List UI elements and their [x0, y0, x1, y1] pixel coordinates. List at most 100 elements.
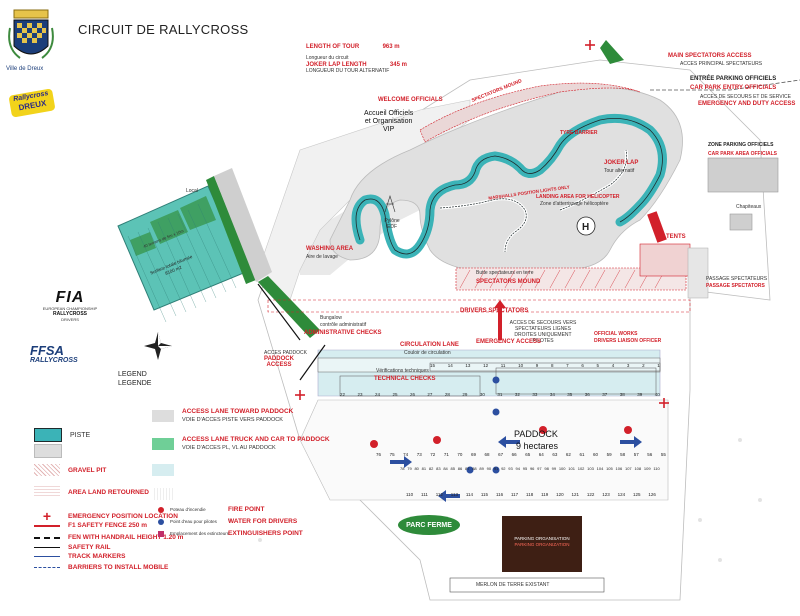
paddock-slot-number: 7	[566, 363, 569, 368]
paddock-slot-number: 81	[421, 466, 427, 471]
legend-f1-fence: F1 SAFETY FENCE 250 m	[34, 522, 147, 529]
entree-parking-label: ENTRÉE PARKING OFFICIELS	[690, 76, 777, 82]
official-works-label: OFFICIAL WORKS	[594, 331, 638, 337]
joker-lap-value: 345 m	[389, 62, 407, 68]
accueil-label: Accueil Officiels	[364, 110, 414, 117]
paddock-slot-number: 31	[497, 392, 503, 397]
legend-extinguishers: Emplacement des extincteurs EXTINGUISHER…	[152, 530, 303, 537]
legend-grass	[152, 488, 174, 500]
paddock-slot-number: 9	[535, 363, 539, 368]
paddock-slot-number: 30	[479, 392, 485, 397]
paddock-slot-number: 109	[643, 466, 651, 471]
emergency-duty-label: EMERGENCY AND DUTY ACCESS	[698, 101, 796, 107]
paddock-slot-number: 82	[428, 466, 434, 471]
paddock-slot-number: 117	[510, 492, 519, 497]
paddock-slot-number: 94	[515, 466, 520, 471]
paddock-slot-number: 84	[443, 466, 448, 471]
paddock-slot-number: 108	[634, 466, 642, 471]
paddock-slot-number: 87	[464, 466, 470, 471]
legend-grey	[34, 444, 70, 458]
paddock-slot-number: 105	[606, 466, 613, 471]
legend-gravel: GRAVEL PIT	[34, 464, 106, 476]
paddock-slot-number: 32	[514, 392, 520, 397]
longueur-joker-label: LONGUEUR DU TOUR ALTERNATIF	[306, 68, 390, 74]
paddock-slot-number: 64	[538, 452, 544, 457]
paddock-slot-number: 91	[493, 466, 499, 471]
paddock-slot-number: 103	[587, 466, 594, 471]
paddock-slot-number: 37	[602, 392, 608, 397]
paddock-slot-number: 60	[593, 452, 599, 457]
parking-organisation-box	[502, 516, 582, 572]
buttes-label: Butte spectateurs en terre	[476, 270, 534, 276]
paddock-slot-number: 119	[541, 492, 549, 497]
paddock-slot-number: 106	[615, 466, 623, 471]
administrative-checks-label: ADMINISTRATIVE CHECKS	[304, 330, 382, 336]
paddock-slot-number: 113	[450, 492, 458, 497]
paddock-slot-number: 122	[586, 492, 595, 497]
longueur-tour-label: Longueur du circuit	[306, 55, 349, 61]
paddock-slot-number: 107	[624, 466, 632, 471]
merlon-label: MERLON DE TERRE EXISTANT	[476, 582, 550, 588]
paddock-slot-number: 5	[596, 363, 600, 368]
tour-alternatif-label: Tour alternatif	[604, 168, 635, 174]
paddock-slot-number: 74	[403, 452, 409, 457]
paddock-slot-number: 3	[626, 363, 630, 368]
legend-light-teal	[152, 464, 174, 476]
paddock-slot-number: 15	[430, 363, 436, 368]
paddock-slot-number: 66	[511, 452, 517, 457]
welcome-officials-label: WELCOME OFFICIALS	[378, 97, 443, 103]
joker-lap-label: JOKER LAP	[604, 160, 639, 166]
paddock-slot-number: 4	[611, 363, 615, 368]
paddock-slot-number: 34	[549, 392, 555, 397]
paddock-slot-number: 27	[427, 392, 433, 397]
bungalow-label: Bungalow	[320, 315, 342, 321]
paddock-slot-number: 26	[409, 392, 415, 397]
paddock-slot-number: 2	[642, 363, 645, 368]
vip-label: VIP	[382, 126, 395, 133]
emergency-access-label: EMERGENCY ACCESS	[476, 339, 542, 345]
paddock-slot-number: 110	[406, 492, 414, 497]
paddock-slot-number: 8	[550, 363, 554, 368]
paddock-slot-number: 35	[567, 392, 573, 397]
paddock-slot-number: 57	[633, 452, 639, 457]
passage-spectators-label: PASSAGE SPECTATORS	[706, 283, 765, 289]
washing-area-label: WASHING AREA	[306, 246, 354, 252]
passage-spectateurs-label: PASSAGE SPECTATEURS	[706, 276, 768, 282]
length-of-tour-value: 963 m	[382, 44, 400, 50]
paddock-slot-number: 70	[457, 452, 463, 457]
car-park-officials-label: CAR PARK AREA OFFICIALS	[708, 151, 777, 157]
page-title: CIRCUIT DE RALLYCROSS	[78, 22, 249, 37]
paddock-slot-number: 25	[392, 392, 398, 397]
spectators-mound-bottom-label: SPECTATORS MOUND	[476, 279, 541, 285]
paddock-slot-number: 11	[500, 363, 506, 368]
legend-access-paddock: ACCESS LANE TOWARD PADDOCK VOIE D'ACCES …	[152, 408, 293, 424]
paddock-slot-number: 63	[552, 452, 558, 457]
paddock-slot-number: 65	[525, 452, 531, 457]
paddock-slot-number: 86	[457, 466, 463, 471]
paddock-slot-number: 61	[579, 452, 585, 457]
legend-water: Point d'eau pour pilotes WATER FOR DRIVE…	[152, 518, 297, 525]
organisation-label: et Organisation	[364, 118, 413, 125]
paddock-slot-number: 67	[498, 452, 504, 457]
paddock-slot-number: 33	[532, 392, 538, 397]
drivers-spectators-label: DRIVERS SPECTATORS	[460, 308, 529, 314]
legend-piste: PISTE	[34, 428, 90, 442]
paddock-slot-number: 112	[435, 492, 443, 497]
circulation-lane-label: CIRCULATION LANE	[400, 342, 459, 348]
paddock-slot-number: 90	[486, 466, 492, 471]
paddock-slot-number: 96	[529, 466, 535, 471]
paddock-slot-number: 93	[508, 466, 513, 471]
technical-checks-label: TECHNICAL CHECKS	[374, 376, 436, 382]
paddock-access-label: PADDOCK ACCESS	[264, 356, 294, 368]
paddock-slot-number: 102	[577, 466, 585, 471]
paddock-slot-number: 29	[462, 392, 468, 397]
acces-principal-label: ACCES PRINCIPAL SPECTATEURS	[680, 61, 763, 67]
paddock-title: PADDOCK	[514, 429, 558, 439]
paddock-slot-number: 71	[443, 452, 449, 457]
paddock-slot-number: 100	[558, 466, 566, 471]
legend-safety-rail: SAFETY RAIL	[34, 544, 111, 551]
paddock-slot-number: 56	[647, 452, 653, 457]
paddock-slot-number: 72	[430, 452, 436, 457]
